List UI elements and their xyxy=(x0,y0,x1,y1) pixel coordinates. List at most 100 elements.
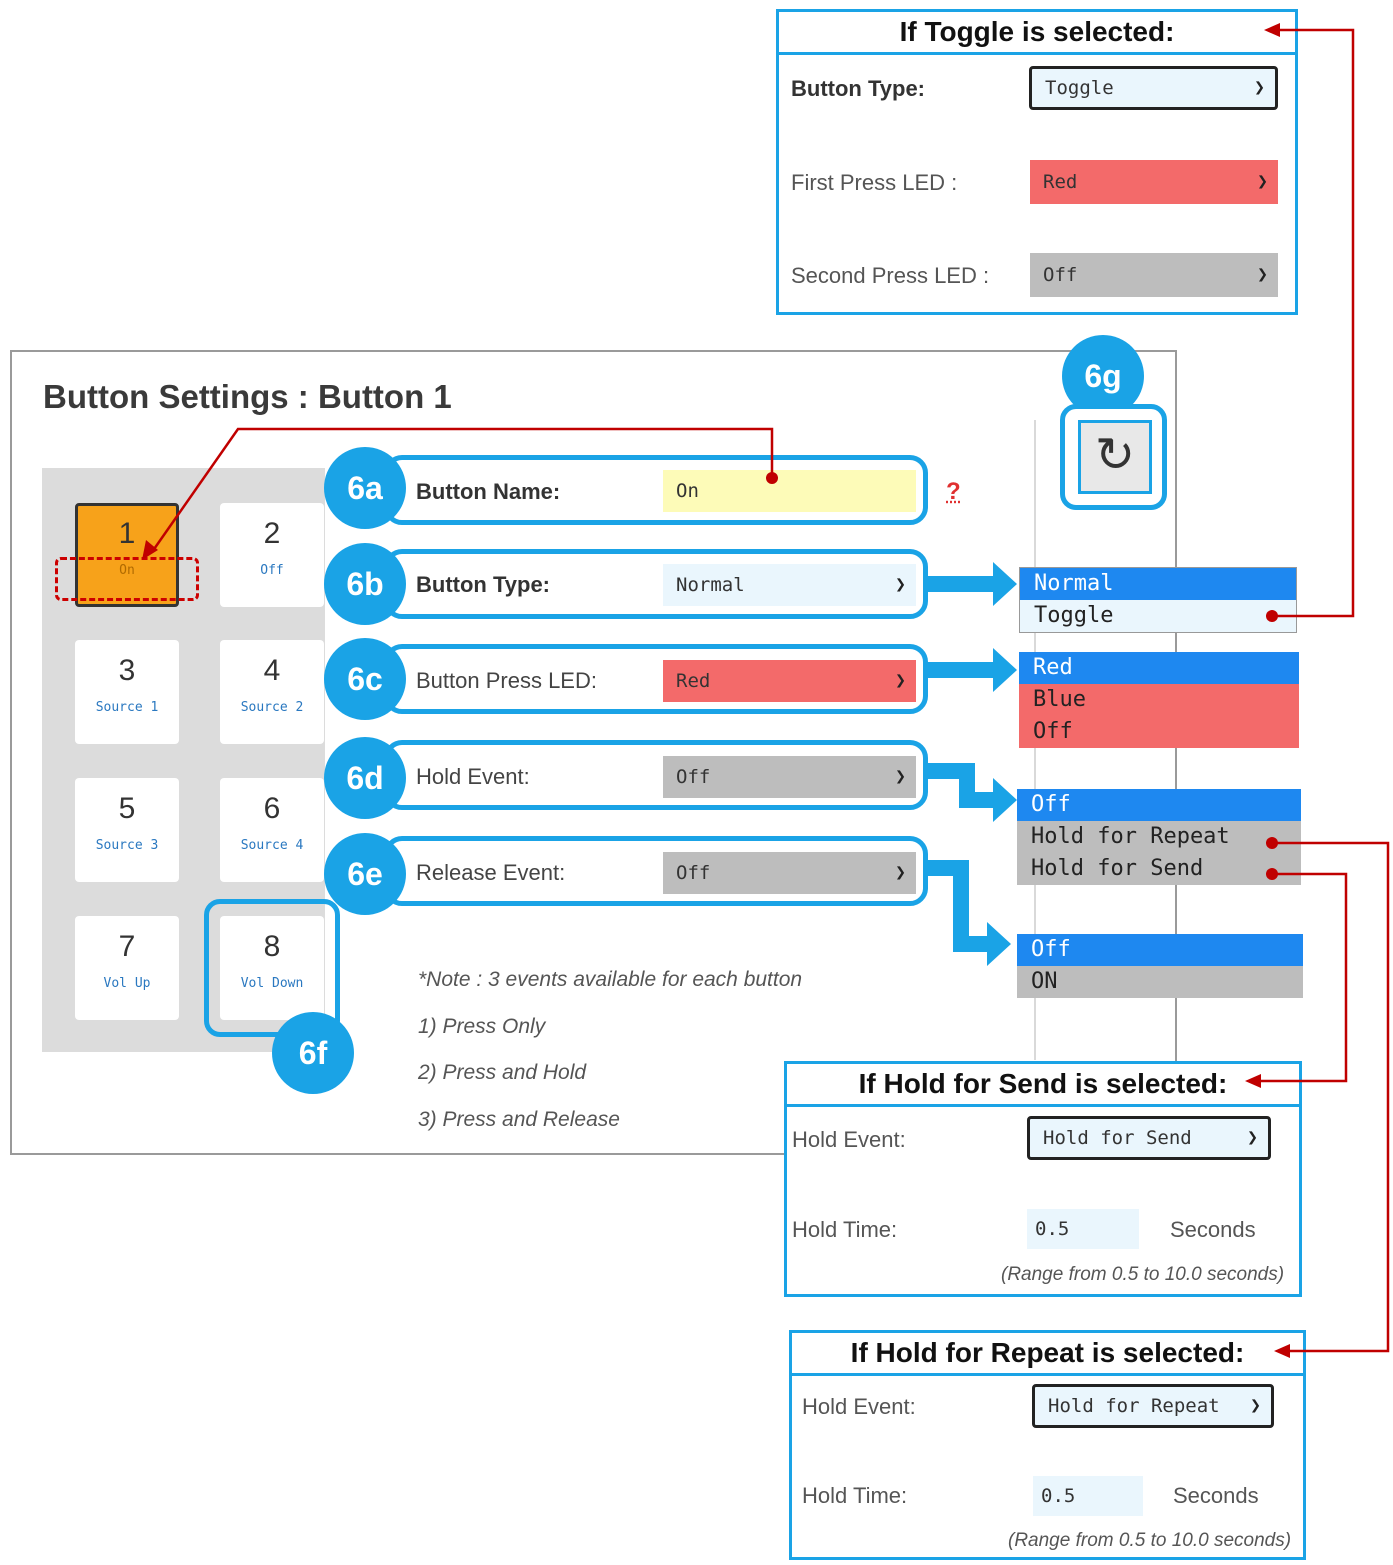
repeat-time-unit: Seconds xyxy=(1173,1483,1259,1508)
second-press-led-value: Off xyxy=(1043,264,1078,286)
key-3[interactable]: 3 Source 1 xyxy=(75,640,179,744)
button-press-led-select[interactable]: Red❯ xyxy=(663,660,916,702)
divider xyxy=(792,1373,1303,1376)
divider xyxy=(787,1104,1299,1107)
chevron-down-icon: ❯ xyxy=(1250,1395,1261,1416)
toggle-type-select[interactable]: Toggle ❯ xyxy=(1029,66,1278,110)
send-range-hint: (Range from 0.5 to 10.0 seconds) xyxy=(1001,1264,1285,1285)
button-type-label: Button Type: xyxy=(416,572,551,597)
note-item: 2) Press and Hold xyxy=(418,1061,587,1084)
option-off[interactable]: Off xyxy=(1033,719,1073,744)
send-event-label: Hold Event: xyxy=(792,1127,906,1152)
note-item: 1) Press Only xyxy=(418,1015,546,1038)
note-item: 3) Press and Release xyxy=(418,1108,620,1131)
key-2[interactable]: 2 Off xyxy=(220,503,324,607)
option-off[interactable]: Off xyxy=(1017,934,1303,966)
connector-toggle xyxy=(1272,28,1355,618)
chevron-down-icon: ❯ xyxy=(895,862,906,883)
first-press-led-select[interactable]: Red ❯ xyxy=(1030,160,1278,204)
connector-repeat xyxy=(1272,841,1390,1353)
chevron-down-icon: ❯ xyxy=(1247,1127,1258,1148)
repeat-event-value: Hold for Repeat xyxy=(1048,1395,1220,1417)
key-8[interactable]: 8 Vol Down xyxy=(220,916,324,1020)
flow-arrows xyxy=(925,562,1017,966)
first-press-led-value: Red xyxy=(1043,171,1078,193)
arrow-elbow-icon xyxy=(925,860,1011,966)
refresh-button[interactable]: ↻ xyxy=(1078,420,1152,494)
repeat-event-select[interactable]: Hold for Repeat ❯ xyxy=(1032,1384,1274,1428)
key-5[interactable]: 5 Source 3 xyxy=(75,778,179,882)
type-options-list: Normal Toggle xyxy=(1019,567,1297,633)
button-name-label: Button Name: xyxy=(416,479,561,504)
key-label: Source 3 xyxy=(95,838,159,853)
button-name-value: On xyxy=(676,480,699,502)
button-type-select[interactable]: Normal ❯ xyxy=(663,564,916,606)
arrow-right-icon xyxy=(925,648,1017,692)
send-time-unit: Seconds xyxy=(1170,1217,1256,1242)
second-press-led-select[interactable]: Off❯ xyxy=(1030,253,1278,297)
connector-dot xyxy=(1266,837,1278,849)
hold-event-value: Off xyxy=(676,766,711,788)
arrow-right-icon xyxy=(925,562,1017,606)
chevron-down-icon: ❯ xyxy=(895,766,906,787)
key-label: Source 2 xyxy=(240,700,304,715)
send-event-select[interactable]: Hold for Send❯ xyxy=(1027,1116,1271,1160)
connector-dot xyxy=(766,472,778,484)
repeat-time-input[interactable]: 0.5 xyxy=(1033,1476,1143,1516)
toggle-type-value: Toggle xyxy=(1045,77,1114,99)
callout-badge-6b: 6b xyxy=(324,543,406,625)
connector-dot xyxy=(1266,610,1278,622)
option-on[interactable]: ON xyxy=(1031,969,1058,994)
chevron-down-icon: ❯ xyxy=(1257,171,1268,192)
option-toggle[interactable]: Toggle xyxy=(1034,603,1114,628)
key-4[interactable]: 4 Source 2 xyxy=(220,640,324,744)
page-title: Button Settings : Button 1 xyxy=(43,378,452,415)
option-hold-for-send[interactable]: Hold for Send xyxy=(1031,856,1204,881)
key-6[interactable]: 6 Source 4 xyxy=(220,778,324,882)
help-icon[interactable]: ? xyxy=(946,478,961,505)
divider xyxy=(779,52,1295,55)
button-type-value: Normal xyxy=(676,574,745,596)
hold-event-select[interactable]: Off ❯ xyxy=(663,756,916,798)
arrowhead-icon xyxy=(1245,1074,1261,1088)
option-normal[interactable]: Normal xyxy=(1020,568,1296,600)
key-label: On xyxy=(119,563,135,578)
led-options-list: Red Blue Off xyxy=(1019,652,1299,748)
key-7[interactable]: 7 Vol Up xyxy=(75,916,179,1020)
hold-repeat-callout-box: If Hold for Repeat is selected: xyxy=(789,1330,1306,1560)
release-event-select[interactable]: Off❯ xyxy=(663,852,916,894)
callout-badge-6e: 6e xyxy=(324,833,406,915)
connector-name-to-key xyxy=(150,427,774,553)
repeat-event-label: Hold Event: xyxy=(802,1394,916,1419)
option-off[interactable]: Off xyxy=(1017,789,1301,821)
send-time-label: Hold Time: xyxy=(792,1217,898,1242)
option-hold-for-repeat[interactable]: Hold for Repeat xyxy=(1031,824,1230,849)
button-name-input[interactable]: On xyxy=(663,470,916,512)
release-options-list: Off ON xyxy=(1017,934,1303,998)
second-press-led-label: Second Press LED : xyxy=(791,263,990,288)
first-press-led-label: First Press LED : xyxy=(791,170,958,195)
key-number: 3 xyxy=(118,654,136,687)
key-1[interactable]: 1 On xyxy=(75,503,179,607)
option-blue[interactable]: Blue xyxy=(1033,687,1086,712)
option-red[interactable]: Red xyxy=(1019,652,1299,684)
chevron-down-icon: ❯ xyxy=(1254,77,1265,98)
key-number: 2 xyxy=(263,517,281,550)
key-number: 4 xyxy=(263,654,281,687)
hold-options-list: Off Hold for Repeat Hold for Send xyxy=(1017,789,1301,885)
key-label: Source 4 xyxy=(240,838,304,853)
callout-badge-6a: 6a xyxy=(324,447,406,529)
callout-title: If Hold for Repeat is selected: xyxy=(850,1337,1245,1368)
callout-title: If Hold for Send is selected: xyxy=(858,1068,1228,1099)
arrowhead-icon xyxy=(1264,23,1280,37)
arrowhead-icon xyxy=(1274,1344,1290,1358)
repeat-range-hint: (Range from 0.5 to 10.0 seconds) xyxy=(1008,1530,1292,1551)
release-event-row xyxy=(384,836,928,906)
send-time-input[interactable]: 0.5 xyxy=(1027,1209,1139,1249)
key-label: Source 1 xyxy=(95,700,159,715)
connector-send xyxy=(1253,872,1348,1083)
note-title: *Note : 3 events available for each butt… xyxy=(418,968,803,991)
key-number: 5 xyxy=(118,792,136,825)
chevron-down-icon: ❯ xyxy=(895,574,906,595)
